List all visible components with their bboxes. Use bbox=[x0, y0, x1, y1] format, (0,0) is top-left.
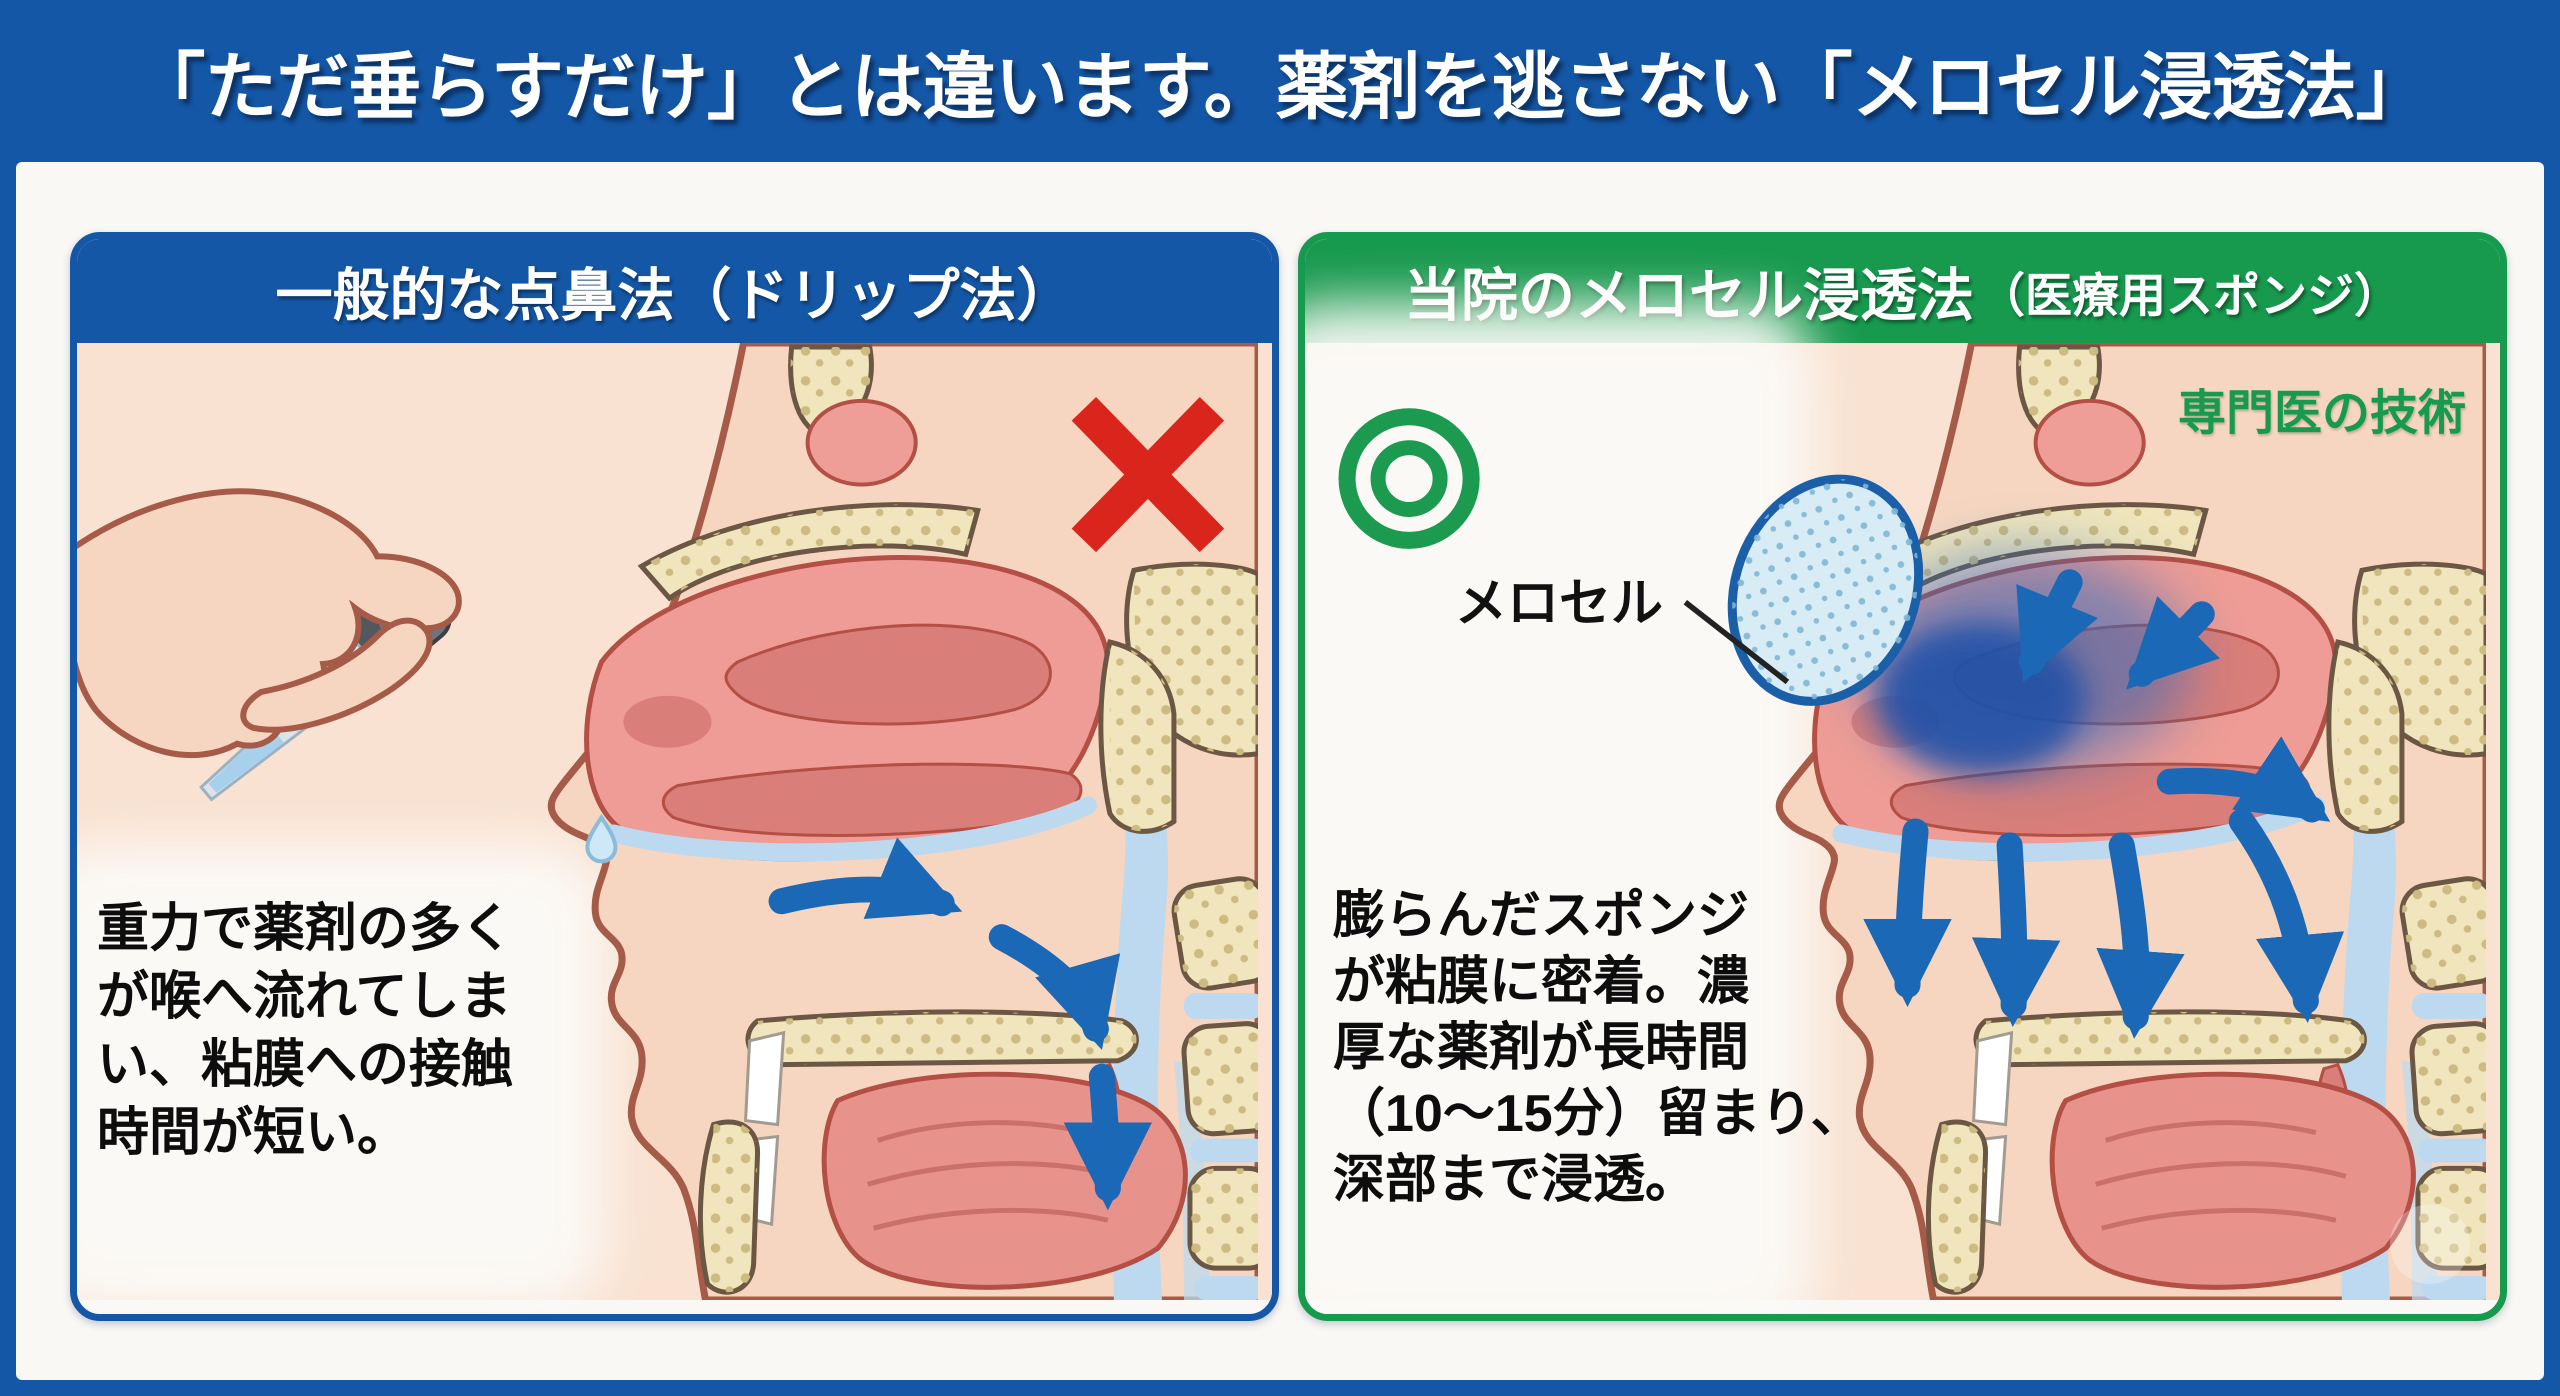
merocel-sponge bbox=[1727, 474, 1924, 706]
merocel-description-line: （10〜15分）留まり、 bbox=[1333, 1085, 1863, 1143]
merocel-method-illustration bbox=[1338, 343, 2486, 1300]
merocel-description-line: 厚な薬剤が長時間 bbox=[1333, 1019, 1750, 1077]
red-cross-icon bbox=[1071, 396, 1225, 553]
green-double-circle-icon bbox=[1338, 408, 1480, 549]
panel-merocel-method: 当院のメロセル浸透法（医療用スポンジ） bbox=[1298, 232, 2507, 1321]
merocel-description-line: が粘膜に密着。濃 bbox=[1333, 953, 1750, 1011]
specialist-badge: 専門医の技術 bbox=[2177, 387, 2466, 440]
watermark bbox=[2389, 1204, 2470, 1285]
text-background-blob bbox=[77, 843, 607, 1313]
panel-drip-header: 一般的な点鼻法（ドリップ法） bbox=[77, 239, 1272, 343]
drop-icon bbox=[585, 813, 618, 864]
content-area: 一般的な点鼻法（ドリップ法） bbox=[16, 162, 2544, 1380]
merocel-flow-arrows bbox=[1863, 569, 2345, 1039]
drip-description: 重力で薬剤の多く が喉へ流れてしま い、粘膜への接触 時間が短い。 bbox=[97, 895, 513, 1167]
drip-flow-arrows bbox=[768, 837, 1153, 1211]
page-title: 「ただ垂らすだけ」とは違います。薬剤を逃さない「メロセル浸透法」 bbox=[132, 47, 2428, 128]
merocel-description-line: 深部まで浸透。 bbox=[1333, 1151, 1698, 1209]
panel-drip-body: 重力で薬剤の多く が喉へ流れてしま い、粘膜への接触 時間が短い。 bbox=[77, 343, 1272, 1313]
title-banner: 「ただ垂らすだけ」とは違います。薬剤を逃さない「メロセル浸透法」 bbox=[0, 0, 2560, 162]
text-background-blob bbox=[1305, 303, 1815, 1314]
drip-method-illustration bbox=[77, 343, 1258, 1300]
panel-merocel-body: 専門医の技術 メロセル 膨らんだスポンジ が粘膜に密着。濃 厚な薬剤が長時間 （… bbox=[1305, 303, 2500, 1314]
drip-description-line: 重力で薬剤の多く bbox=[97, 900, 514, 958]
hand-icon bbox=[77, 488, 462, 759]
drip-description-line: が喉へ流れてしま bbox=[97, 968, 512, 1026]
panel-merocel-header: 当院のメロセル浸透法（医療用スポンジ） bbox=[1305, 239, 2500, 343]
panel-drip-header-label: 一般的な点鼻法（ドリップ法） bbox=[275, 264, 1074, 328]
panel-merocel-header-sublabel: （医療用スポンジ） bbox=[1978, 268, 2401, 322]
merocel-description-line: 膨らんだスポンジ bbox=[1333, 887, 1750, 945]
drip-description-line: い、粘膜への接触 bbox=[97, 1036, 514, 1094]
drip-description-line: 時間が短い。 bbox=[97, 1104, 410, 1162]
head-cross-section bbox=[1779, 343, 2486, 1300]
sponge-label: メロセル bbox=[1455, 575, 1664, 633]
panel-drip-method: 一般的な点鼻法（ドリップ法） bbox=[70, 232, 1279, 1321]
merocel-description: 膨らんだスポンジ が粘膜に密着。濃 厚な薬剤が長時間 （10〜15分）留まり、 … bbox=[1333, 883, 1863, 1213]
sponge-pointer-line bbox=[1683, 599, 1790, 685]
